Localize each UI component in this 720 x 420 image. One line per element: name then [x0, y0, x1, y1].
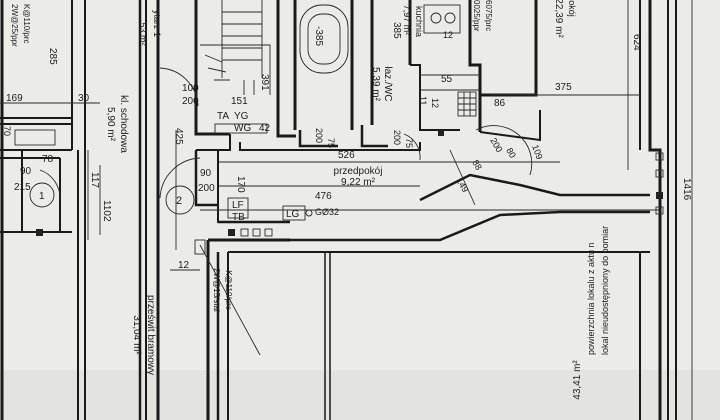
dimension-labels: 100 200 151 391 425 75 200 385 -385 55 1… — [2, 22, 692, 271]
dim-391: 391 — [259, 74, 270, 91]
pantry-label: ytarz 1 — [152, 10, 162, 37]
tag-tb: TB — [232, 212, 245, 223]
dim-90a: 90 — [200, 168, 212, 179]
hallway-name: przedpokój — [334, 166, 383, 177]
dim-12b: 12 — [430, 98, 440, 108]
stair-hall-name: kl. schodowa — [118, 95, 129, 153]
premises-area: 43,41 m² — [572, 360, 583, 400]
dim-200a: 200 — [314, 128, 324, 143]
dim-215: 215 — [14, 182, 31, 193]
bathroom-area: 5,39 m² — [370, 67, 381, 102]
dim-90b: 90 — [20, 166, 32, 177]
room-labels: łaz./WC 5,39 m² przedpokój 9,22 m² kl. s… — [105, 0, 610, 400]
dim-200: 200 — [182, 96, 199, 107]
dim-100: 100 — [182, 83, 199, 94]
tag-wg: WG — [234, 123, 251, 134]
top-right-code-2: 0025/ppr — [472, 0, 481, 32]
dim-109: 109 — [530, 143, 545, 161]
tag-yg: YG — [234, 111, 249, 122]
dim-55: 55 — [441, 74, 453, 85]
bathroom-name: łaz./WC — [382, 67, 393, 102]
dim-624: 624 — [631, 34, 642, 51]
pantry-area: ,53 m² — [138, 20, 148, 46]
dim-385-neg: -385 — [313, 26, 324, 46]
kitchen-name: kuchnia — [414, 6, 424, 37]
premises-note-2: powierzchnia lokalu z aktu n — [586, 242, 596, 355]
dim-70: 70 — [2, 126, 12, 136]
doors — [39, 67, 533, 201]
tag-g032: GØ32 — [315, 207, 339, 217]
dim-151: 151 — [231, 96, 248, 107]
dim-88: 88 — [470, 158, 484, 172]
marker-1-label: 1 — [39, 191, 45, 202]
bathtub-left-icon — [14, 129, 56, 146]
dim-86: 86 — [494, 98, 506, 109]
dim-200c: 200 — [198, 183, 215, 194]
circle-marker-1 — [29, 182, 55, 208]
top-left-code-2: 2W@25/ppr — [10, 4, 19, 47]
sink-icon — [423, 4, 461, 34]
dim-78: 78 — [42, 154, 54, 165]
bathtub-icon — [299, 4, 349, 74]
top-num: 285 — [47, 48, 58, 65]
stair-hall-area: 5,90 m² — [105, 107, 116, 142]
room-right-area: 22,39 m² — [553, 0, 564, 38]
premises-note-1: lokal nieudostępniony do pomiar — [600, 226, 610, 355]
gateway-area: 31,04 m² — [131, 315, 142, 355]
kitchen-area: 7,97 m² — [402, 5, 412, 36]
dim-476: 476 — [315, 191, 332, 202]
tag-lf: LF — [232, 200, 244, 211]
dim-75a: 75 — [326, 138, 336, 148]
marker-2-label: 2 — [176, 195, 182, 207]
riser-code: K@110/prc — [224, 270, 233, 310]
dim-425: 425 — [173, 128, 184, 145]
tag-lg: LG — [286, 209, 300, 220]
dim-526: 526 — [338, 150, 355, 161]
tag-ta: TA — [217, 111, 229, 122]
dim-75b: 75 — [404, 138, 414, 148]
dim-1102: 1102 — [101, 200, 112, 222]
dim-30: 30 — [78, 93, 90, 104]
fixtures — [14, 4, 477, 215]
codes: K@110/prc 2W@25/ppr 6075/prc 0025/ppr K@… — [10, 0, 493, 312]
dim-169: 169 — [6, 93, 23, 104]
walls — [0, 0, 677, 420]
dim-11: 11 — [418, 96, 428, 105]
staircase — [200, 0, 271, 95]
dim-12a: 12 — [443, 30, 453, 40]
riser-symbol — [194, 239, 206, 255]
circle-marker-2 — [165, 185, 195, 215]
dimension-lines — [0, 0, 693, 420]
dim-1416: 1416 — [681, 178, 692, 201]
tags: TA YG WG 42 LF TB LG GØ32 1 2 285 — [39, 48, 339, 223]
room-right-name: pokój — [567, 0, 577, 17]
install-symbols — [36, 123, 664, 255]
top-left-code: K@110/prc — [22, 4, 31, 44]
dim-200b: 200 — [392, 130, 402, 145]
tag-42: 42 — [259, 123, 271, 134]
dim-117: 117 — [89, 172, 100, 188]
riser-code-2: 2W@15/stal — [212, 268, 221, 312]
top-right-code: 6075/prc — [484, 0, 493, 31]
dim-170: 170 — [235, 176, 246, 193]
dim-385: 385 — [391, 22, 402, 39]
gateway-name: prześwit bramowy — [145, 295, 156, 375]
hallway-area: 9,22 m² — [341, 177, 376, 188]
dim-12c: 12 — [178, 260, 190, 271]
dim-375: 375 — [555, 82, 572, 93]
dim-80: 80 — [504, 146, 518, 160]
paper-fold-shadow — [0, 370, 720, 420]
